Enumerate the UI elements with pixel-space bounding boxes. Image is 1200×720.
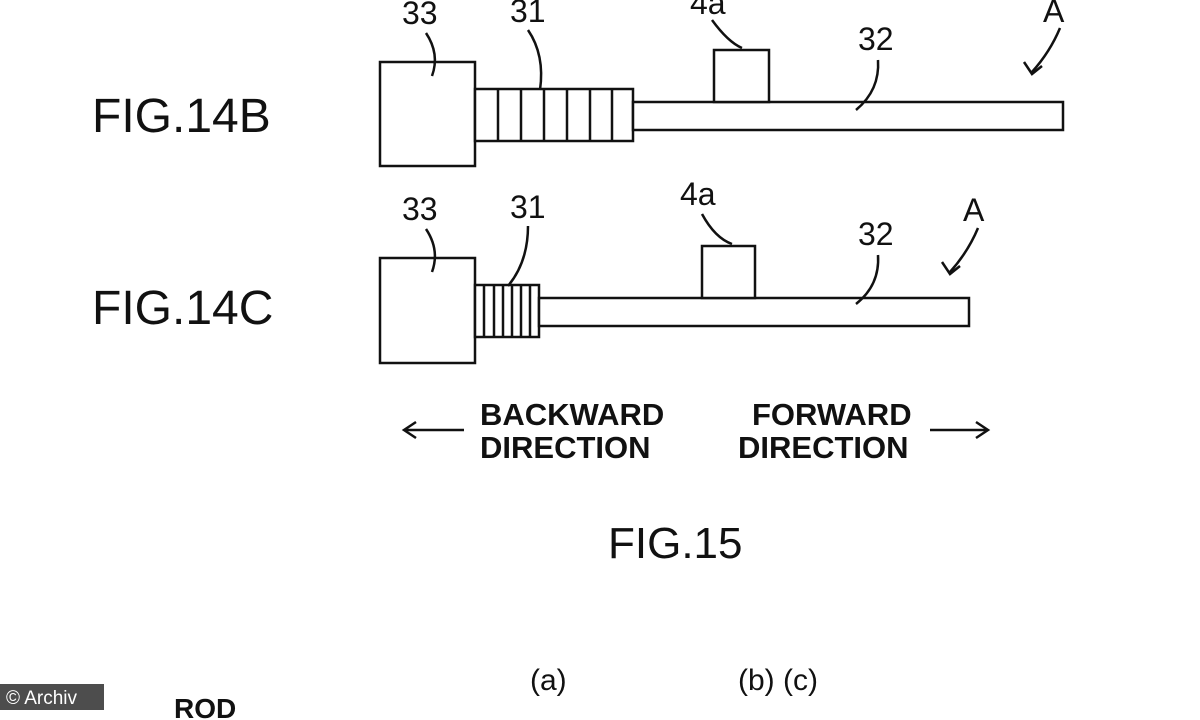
- fig-14c-label-33: 33: [402, 191, 438, 227]
- fig-15-title: FIG.15: [608, 519, 743, 568]
- fig-14b-block-33: [378, 60, 477, 168]
- fig-14b-leader-31: [526, 29, 543, 91]
- fig-14b-member-4a: [712, 48, 771, 104]
- fig-14c-coil-31: [473, 283, 541, 339]
- rod-label: ROD: [174, 693, 236, 720]
- fig-14b-coil-31: [473, 87, 635, 143]
- fig-14c-label-4a: 4a: [680, 176, 716, 212]
- fig-14c-marker-a: A: [963, 192, 985, 228]
- backward-label-line2: DIRECTION: [480, 430, 651, 465]
- fig-14b-leader-4a: [710, 19, 743, 50]
- fig-14c-block-33: [378, 256, 477, 365]
- forward-label-line2: DIRECTION: [738, 430, 909, 465]
- fig-14c-label-31: 31: [510, 189, 546, 225]
- fig-14c-leader-4a: [700, 213, 733, 246]
- fig-14c-leader-32: [855, 254, 880, 305]
- fig-14b-label-31: 31: [510, 0, 546, 29]
- fig-14b-marker-a: A: [1043, 0, 1065, 29]
- fig-14b-title: FIG.14B: [92, 90, 271, 143]
- label-a: (a): [530, 664, 567, 697]
- fig-14b-leader-32: [855, 59, 880, 111]
- fig-14c-coil-windings: [482, 285, 532, 337]
- forward-label-line1: FORWARD: [752, 397, 912, 432]
- fig-14b-leader-33: [424, 32, 437, 77]
- fig-14c-leader-31: [507, 225, 530, 287]
- fig-14b-label-33: 33: [402, 0, 438, 31]
- fig-14c-rod-32: [537, 296, 971, 328]
- watermark: © Archiv: [0, 684, 104, 710]
- fig-14c-leader-33: [424, 228, 437, 273]
- fig-14b-label-4a: 4a: [690, 0, 726, 21]
- fig-14c-member-4a: [700, 244, 757, 300]
- backward-label-line1: BACKWARD: [480, 397, 664, 432]
- fig-14b-label-32: 32: [858, 21, 894, 57]
- fig-14c-label-32: 32: [858, 216, 894, 252]
- fig-14c-arrow-a: [940, 227, 980, 276]
- watermark-background: [0, 684, 104, 710]
- watermark-text: © Archiv: [6, 688, 78, 709]
- fig-14c-title: FIG.14C: [92, 282, 273, 335]
- fig-14b-rod-32: [631, 100, 1065, 132]
- backward-arrow-icon: [401, 420, 464, 440]
- label-bc: (b) (c): [738, 664, 818, 697]
- fig-14b-arrow-a: [1022, 27, 1062, 76]
- fig-14b-coil-windings: [496, 89, 614, 141]
- forward-arrow-icon: [930, 420, 991, 440]
